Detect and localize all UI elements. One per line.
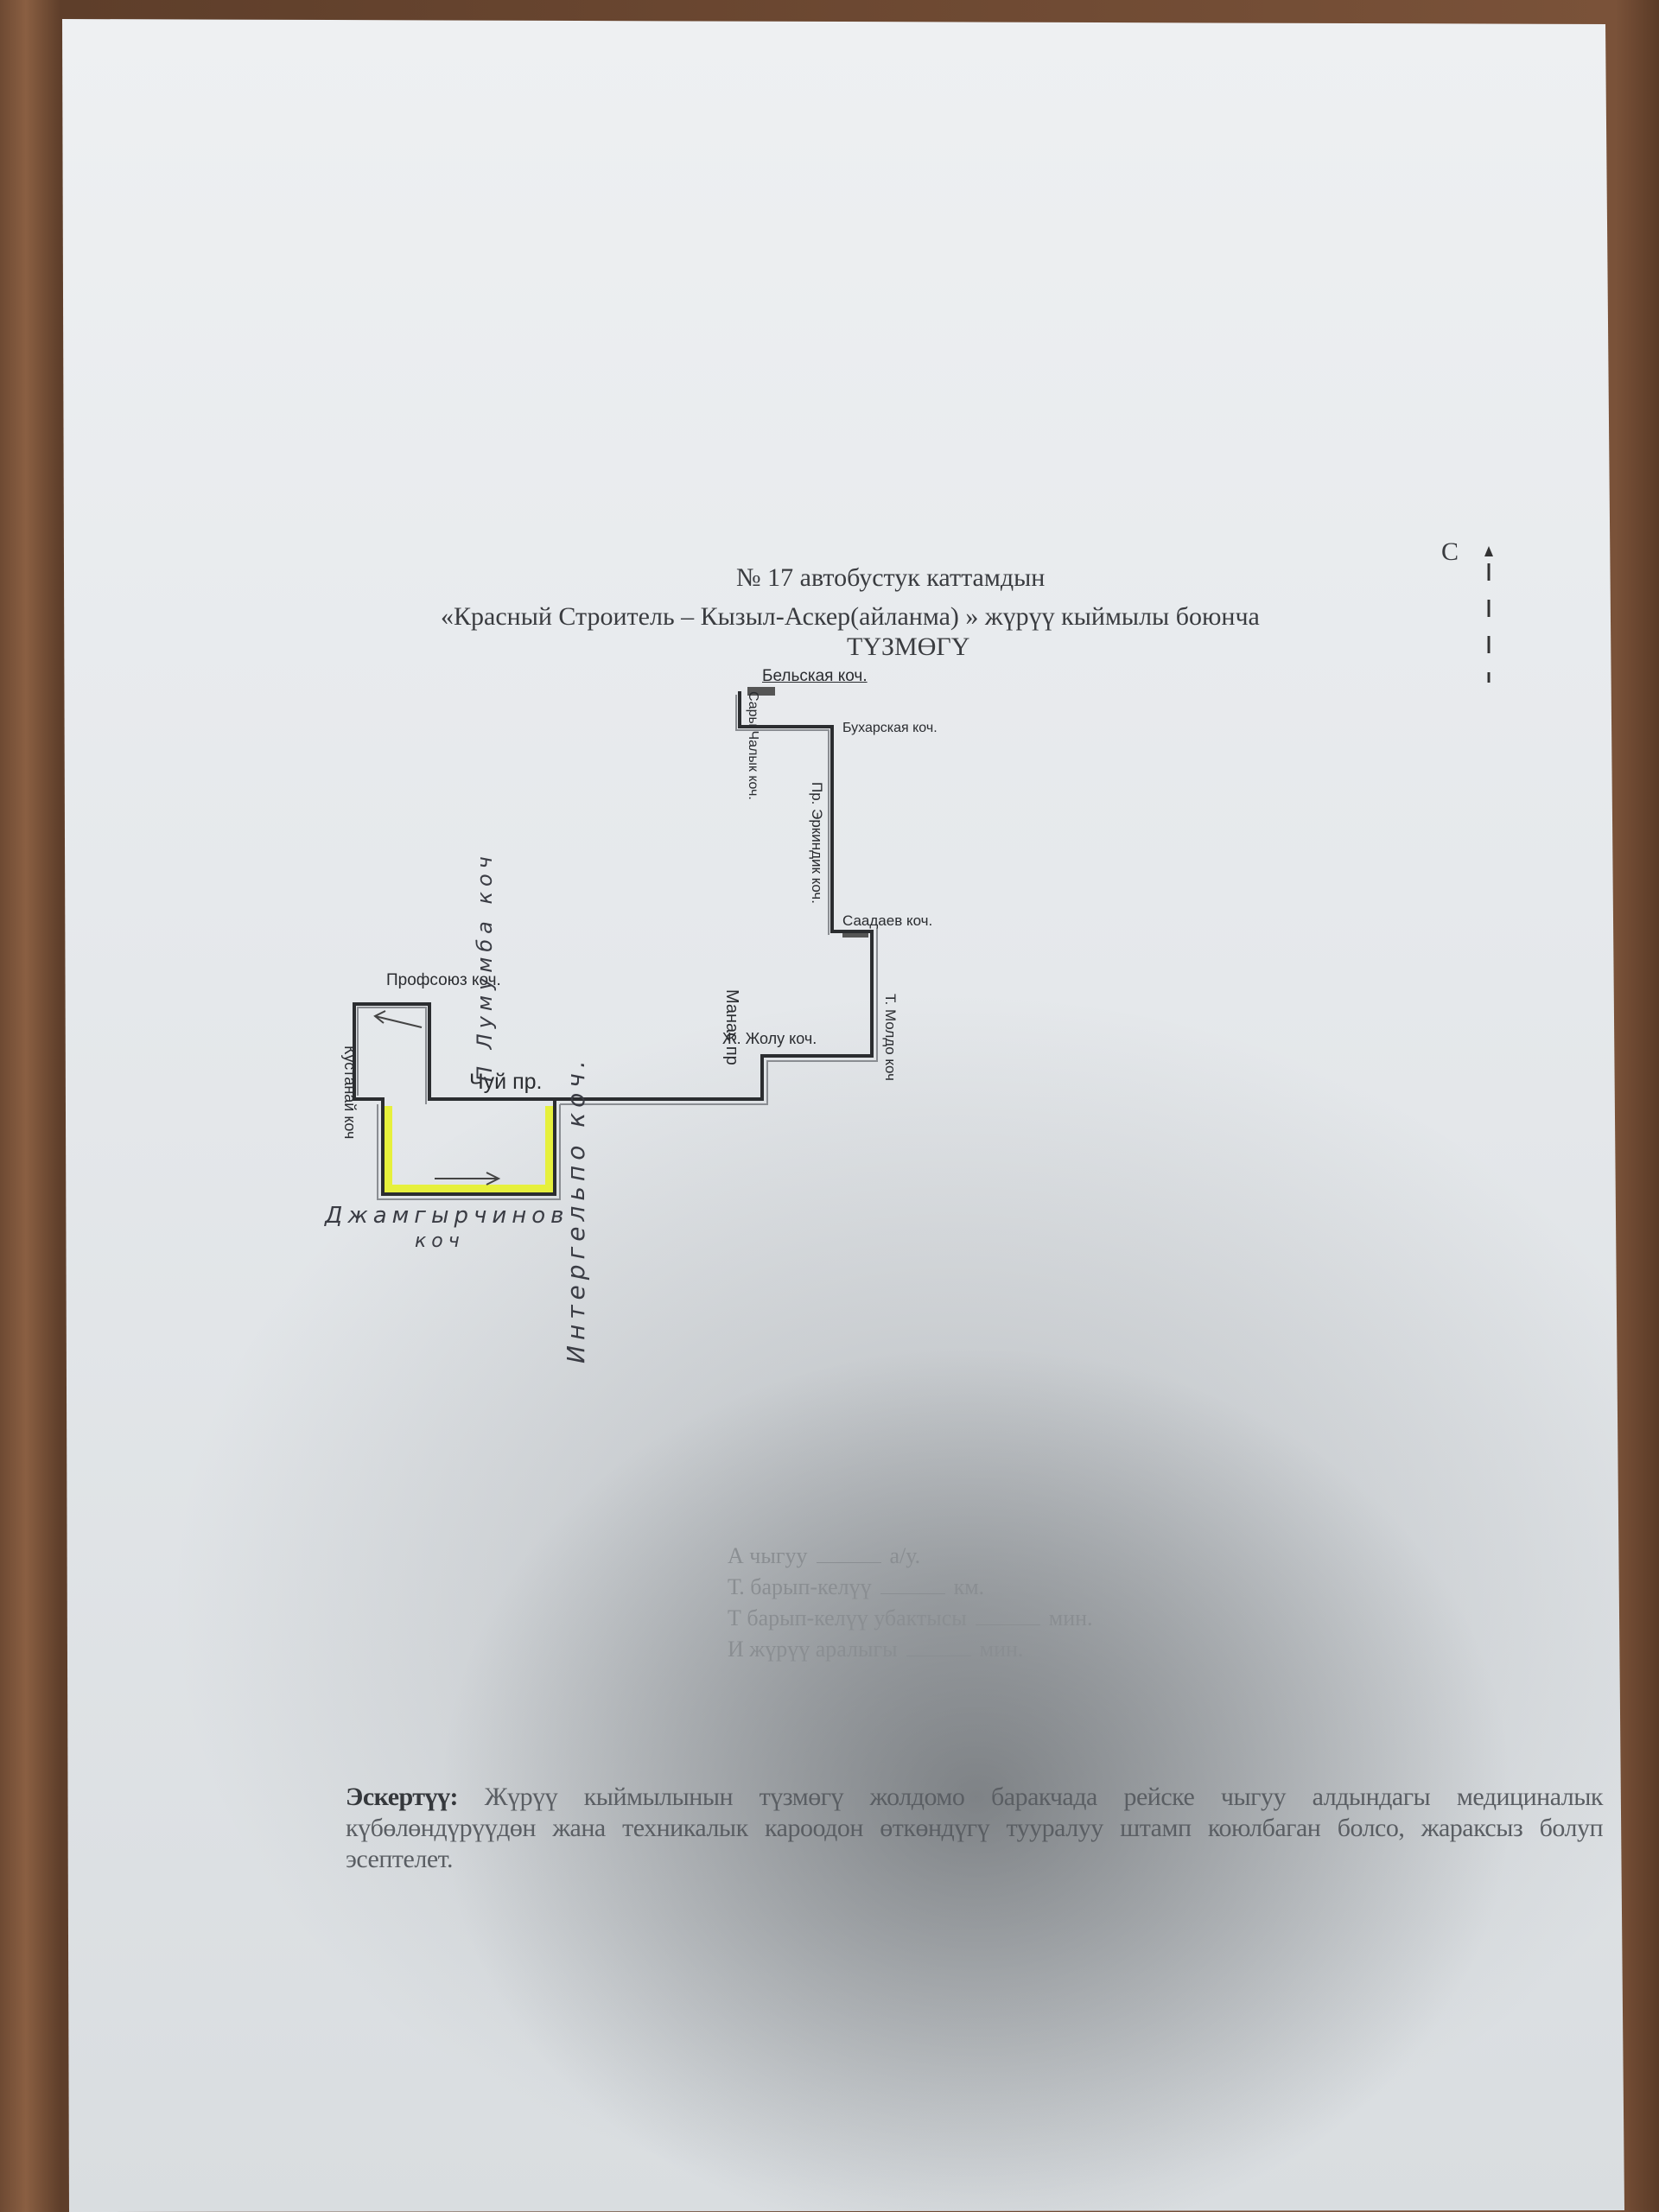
blank-field [975,1624,1040,1625]
info-unit: км. [953,1574,985,1599]
street-label-manas: Манас пр [722,989,741,1065]
street-label-buharskaya: Бухарская коч. [842,721,938,735]
direction-arrow-left-icon [373,1010,423,1028]
route-line [353,691,874,1196]
info-row-distance: Т. барып-келүү км. [728,1574,984,1600]
street-label-lumumba: П Лумумба коч [473,851,497,1082]
street-label-kustanay: Кустанай коч [341,1046,359,1140]
blank-field [816,1562,881,1563]
street-label-dzhamgyrchinov: Джамгырчинов [325,1203,569,1229]
route-map [353,687,878,1200]
document-title: ТҮЗМӨГҮ [847,632,970,661]
saadaev-marker [842,933,868,938]
direction-arrow-right-icon [435,1172,501,1185]
north-arrow-icon [1484,546,1493,683]
street-label-belskaya: Бельская коч. [762,667,868,685]
terminus-marker [747,687,775,696]
note-label: Эскертүү: [346,1783,459,1811]
street-label-zholu: Ж. Жолу коч. [722,1030,817,1047]
info-label: А чыгуу [728,1543,808,1568]
blank-field [880,1593,945,1594]
route-name-heading: «Красный Строитель – Кызыл-Аскер(айланма… [441,602,1260,631]
info-unit: а/у. [889,1543,921,1568]
street-label-moldo: Т. Молдо коч [882,994,899,1081]
info-row-interval: И жүрүү аралыгы мин. [728,1637,1023,1662]
street-label-saadaev: Саадаев коч. [842,912,933,929]
info-unit: мин. [979,1637,1024,1662]
info-label: Т. барып-келүү [728,1574,872,1599]
info-label: Т барып-келүү убактысы [728,1605,967,1630]
info-unit: мин. [1048,1605,1093,1630]
route-number-heading: № 17 автобустук каттамдын [736,563,1046,592]
info-label: И жүрүү аралыгы [728,1637,898,1662]
info-row-departure: А чыгуу а/у. [728,1543,920,1569]
street-label-chuy: Чуй пр. [469,1070,543,1094]
street-label-erkindik: Пр. Эркиндик коч. [809,782,825,904]
street-label-intergelpo: Интергельпо коч. [562,1055,590,1363]
highlighted-segment [384,1106,554,1193]
street-label-profsoyuz: Профсоюз коч. [386,971,501,989]
street-label-dzhamgyrchinov-suffix: коч [415,1230,465,1252]
note-paragraph: Эскертүү: Жүрүү кыймылынын түзмөгү жолдо… [346,1782,1604,1875]
note-text: Жүрүү кыймылынын түзмөгү жолдомо баракча… [346,1783,1604,1873]
north-label: С [1441,537,1459,566]
street-label-sary-chalyk: Сары Чалык коч. [746,691,760,800]
info-row-duration: Т барып-келүү убактысы мин. [728,1605,1093,1631]
